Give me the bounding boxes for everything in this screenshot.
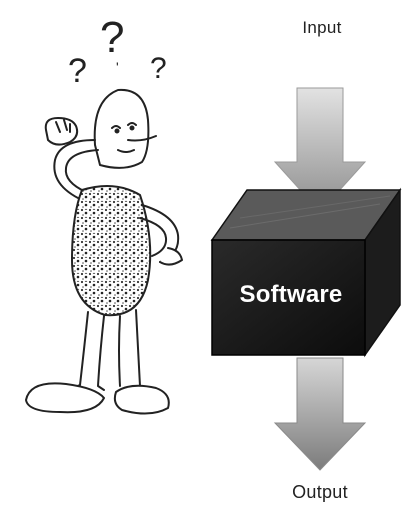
question-mark: ?	[68, 52, 87, 90]
input-label: Input	[272, 18, 372, 38]
output-label: Output	[270, 482, 370, 503]
question-marks: ? ? ? '	[68, 13, 167, 90]
confused-person-icon: ? ? ? '	[26, 13, 182, 414]
question-mark-dot: '	[116, 59, 119, 75]
output-arrow	[275, 358, 365, 470]
software-box	[212, 190, 400, 355]
question-mark: ?	[100, 13, 124, 62]
question-mark: ?	[150, 52, 167, 85]
software-box-label: Software	[222, 281, 360, 309]
